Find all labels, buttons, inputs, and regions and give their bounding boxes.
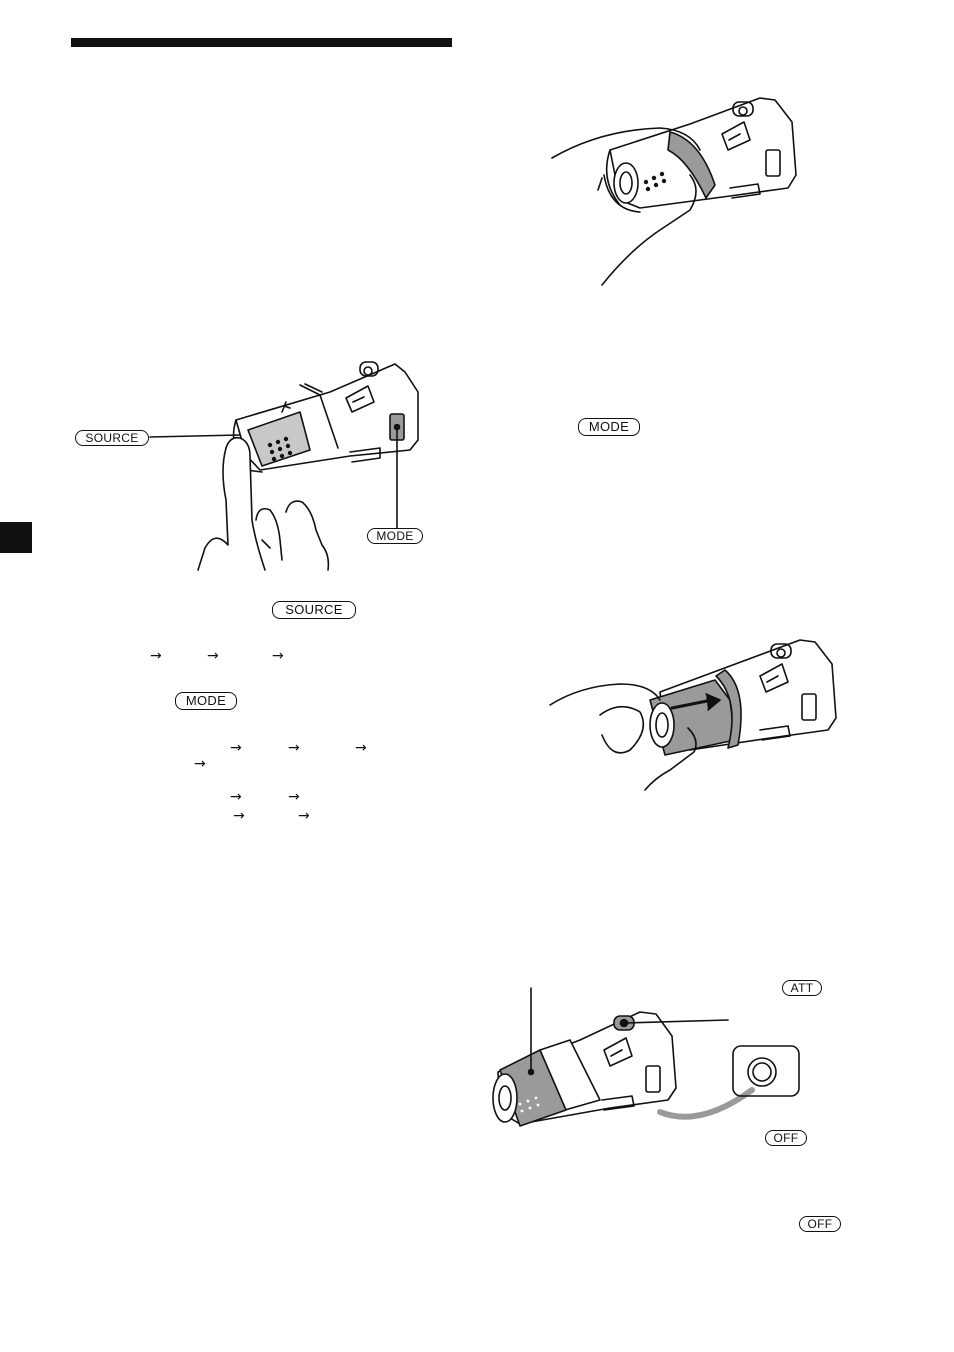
sequence-arrow: → — [355, 740, 367, 756]
sequence-arrow: → — [288, 789, 300, 805]
sequence-arrow: → — [194, 756, 206, 772]
remote-illustration-att-off — [492, 987, 800, 1127]
att-key-label: ATT — [782, 980, 822, 996]
sequence-arrow: → — [272, 648, 284, 664]
remote-illustration-push-ring — [549, 639, 837, 791]
sequence-arrow: → — [298, 808, 310, 824]
mode-key-label: MODE — [175, 692, 237, 710]
off-key-label: OFF — [799, 1216, 841, 1232]
mode-callout-label: MODE — [367, 528, 423, 544]
page-edge-tab — [0, 522, 32, 553]
sequence-arrow: → — [207, 648, 219, 664]
off-callout-label: OFF — [765, 1130, 807, 1146]
section-header-rule — [71, 38, 452, 47]
sequence-arrow: → — [230, 740, 242, 756]
sequence-arrow: → — [150, 648, 162, 664]
mode-key-label-right: MODE — [578, 418, 640, 436]
remote-illustration-rotate-ring — [551, 97, 797, 286]
remote-illustration-source-mode — [149, 361, 419, 571]
sequence-arrow: → — [233, 808, 245, 824]
source-callout-label: SOURCE — [75, 430, 149, 446]
source-key-label: SOURCE — [272, 601, 356, 619]
sequence-arrow: → — [288, 740, 300, 756]
sequence-arrow: → — [230, 789, 242, 805]
